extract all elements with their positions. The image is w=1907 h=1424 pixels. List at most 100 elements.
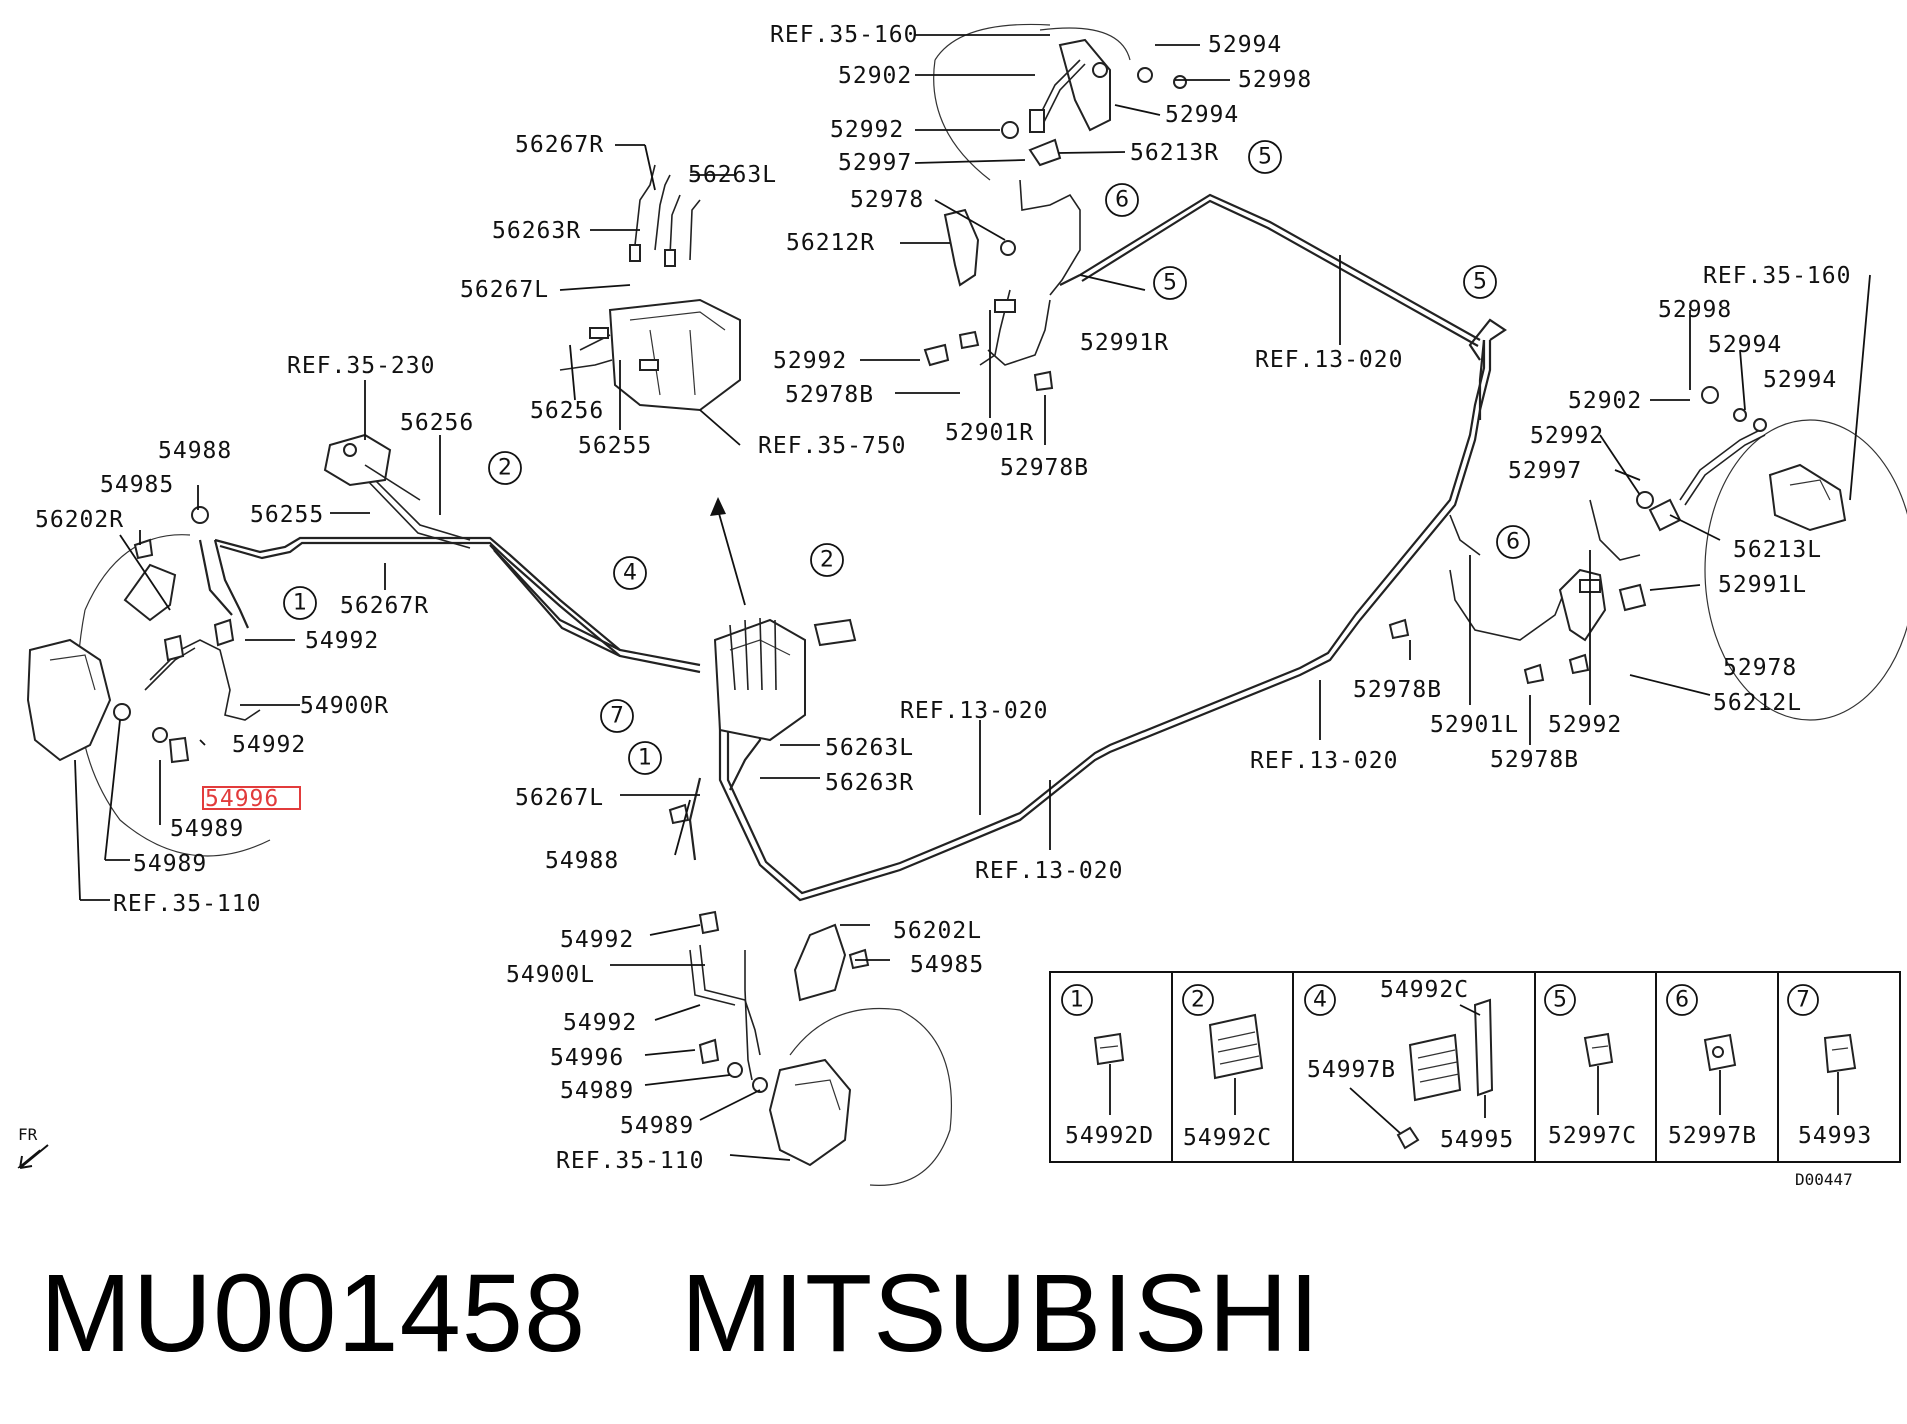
label-54989-d: 54989: [620, 1113, 694, 1139]
label-56263r-top: 56263R: [492, 218, 581, 244]
label-52978b-r2: 52978B: [1490, 747, 1579, 773]
leader-lines: [74, 34, 1871, 1161]
label-56212l: 56212L: [1713, 690, 1802, 716]
label-54996-a: 54996: [205, 786, 279, 812]
label-56202l: 56202L: [893, 918, 982, 944]
brand-name: MITSUBISHI: [680, 1252, 1321, 1375]
label-ref13-020-a: REF.13-020: [1255, 347, 1403, 373]
label-54992-c: 54992: [560, 927, 634, 953]
label-52991l: 52991L: [1718, 572, 1807, 598]
legend-part-54995: 54995: [1440, 1127, 1514, 1153]
svg-text:5: 5: [1553, 988, 1567, 1013]
label-54900r: 54900R: [300, 693, 389, 719]
svg-text:7: 7: [1796, 988, 1810, 1013]
legend-num-1: 1: [1061, 984, 1093, 1016]
label-52994-r2: 52994: [1763, 367, 1837, 393]
callout-6-a: 6: [1105, 183, 1139, 217]
label-54989-a: 54989: [170, 816, 244, 842]
callout-1-left: 1: [283, 586, 317, 620]
callout-1-mid: 1: [628, 741, 662, 775]
label-52978-a: 52978: [850, 187, 924, 213]
label-56256-mid: 56256: [400, 410, 474, 436]
callout-5-b: 5: [1153, 266, 1187, 300]
svg-text:5: 5: [1163, 271, 1177, 296]
label-52901r: 52901R: [945, 420, 1034, 446]
label-52992-b: 52992: [773, 348, 847, 374]
label-52901l: 52901L: [1430, 712, 1519, 738]
label-54985-b: 54985: [910, 952, 984, 978]
legend-table: 1 2 4 5 6 7: [1049, 971, 1901, 1163]
label-56202r: 56202R: [35, 507, 124, 533]
label-54988-b: 54988: [545, 848, 619, 874]
label-52902-r: 52902: [1568, 388, 1642, 414]
label-52992-r: 52992: [1530, 423, 1604, 449]
front-left-brake: [26, 506, 271, 857]
legend-num-7: 7: [1787, 984, 1819, 1016]
label-52978b-r1: 52978B: [1353, 677, 1442, 703]
label-56267r-top: 56267R: [515, 132, 604, 158]
label-52994-a: 52994: [1208, 32, 1282, 58]
label-ref35-160-top: REF.35-160: [770, 22, 918, 48]
legend-part-52997b: 52997B: [1668, 1123, 1757, 1149]
callout-5-a: 5: [1248, 140, 1282, 174]
label-56267r-mid: 56267R: [340, 593, 429, 619]
svg-text:2: 2: [498, 456, 512, 481]
label-52992-a: 52992: [830, 117, 904, 143]
legend-clip-4: [1349, 998, 1494, 1150]
svg-text:4: 4: [623, 561, 637, 586]
rear-right-brake: [923, 23, 1187, 392]
legend-num-5: 5: [1544, 984, 1576, 1016]
label-52978b-a: 52978B: [785, 382, 874, 408]
legend-clip-5: [1583, 1032, 1614, 1115]
label-56212r: 56212R: [786, 230, 875, 256]
label-56255-top: 56255: [578, 433, 652, 459]
legend-clip-1: [1093, 1032, 1125, 1115]
part-labels: REF.35-160 52902 52994 52998 52994 52992…: [35, 22, 1851, 1174]
callout-5-c: 5: [1463, 265, 1497, 299]
callouts: 1 2 4 7 1 2 5 5 5 6 6: [283, 140, 1530, 775]
legend-num-4: 4: [1304, 984, 1336, 1016]
label-ref35-110-b: REF.35-110: [556, 1148, 704, 1174]
rear-left-brake: [1388, 386, 1907, 721]
legend-part-54992d: 54992D: [1065, 1123, 1154, 1149]
label-ref35-750: REF.35-750: [758, 433, 906, 459]
callout-4: 4: [613, 556, 647, 590]
legend-clip-2: [1208, 1013, 1264, 1115]
label-ref35-230: REF.35-230: [287, 353, 435, 379]
svg-text:1: 1: [638, 746, 652, 771]
svg-text:6: 6: [1115, 188, 1129, 213]
legend-part-52997c: 52997C: [1548, 1123, 1637, 1149]
label-ref35-160-right: REF.35-160: [1703, 263, 1851, 289]
label-52902-top: 52902: [838, 63, 912, 89]
label-52998-r: 52998: [1658, 297, 1732, 323]
label-54996-b: 54996: [550, 1045, 624, 1071]
svg-text:1: 1: [293, 591, 307, 616]
diagram-code: D00447: [1795, 1170, 1853, 1189]
front-right-brake: [668, 803, 953, 1186]
label-56256-top: 56256: [530, 398, 604, 424]
label-ref13-020-d: REF.13-020: [975, 858, 1123, 884]
label-52978-r: 52978: [1723, 655, 1797, 681]
label-ref13-020-c: REF.13-020: [1250, 748, 1398, 774]
label-54988-a: 54988: [158, 438, 232, 464]
label-54992-b: 54992: [232, 732, 306, 758]
label-56263r-mid: 56263R: [825, 770, 914, 796]
label-54900l: 54900L: [506, 962, 595, 988]
legend-part-54992c-b: 54992C: [1380, 977, 1469, 1003]
front-direction-indicator: FR: [17, 1125, 49, 1169]
callout-6-b: 6: [1496, 525, 1530, 559]
label-52991r: 52991R: [1080, 330, 1169, 356]
highlight-54996: [202, 786, 301, 810]
label-ref13-020-b: REF.13-020: [900, 698, 1048, 724]
label-54992-d: 54992: [563, 1010, 637, 1036]
callout-7: 7: [600, 699, 634, 733]
svg-text:6: 6: [1675, 988, 1689, 1013]
abs-unit-upper: [559, 164, 741, 412]
label-52994-r1: 52994: [1708, 332, 1782, 358]
label-56267l-mid: 56267L: [515, 785, 604, 811]
part-title: MU001458 MITSUBISHI: [40, 1250, 1320, 1377]
legend-num-2: 2: [1182, 984, 1214, 1016]
label-54989-c: 54989: [560, 1078, 634, 1104]
label-56267l-top: 56267L: [460, 277, 549, 303]
